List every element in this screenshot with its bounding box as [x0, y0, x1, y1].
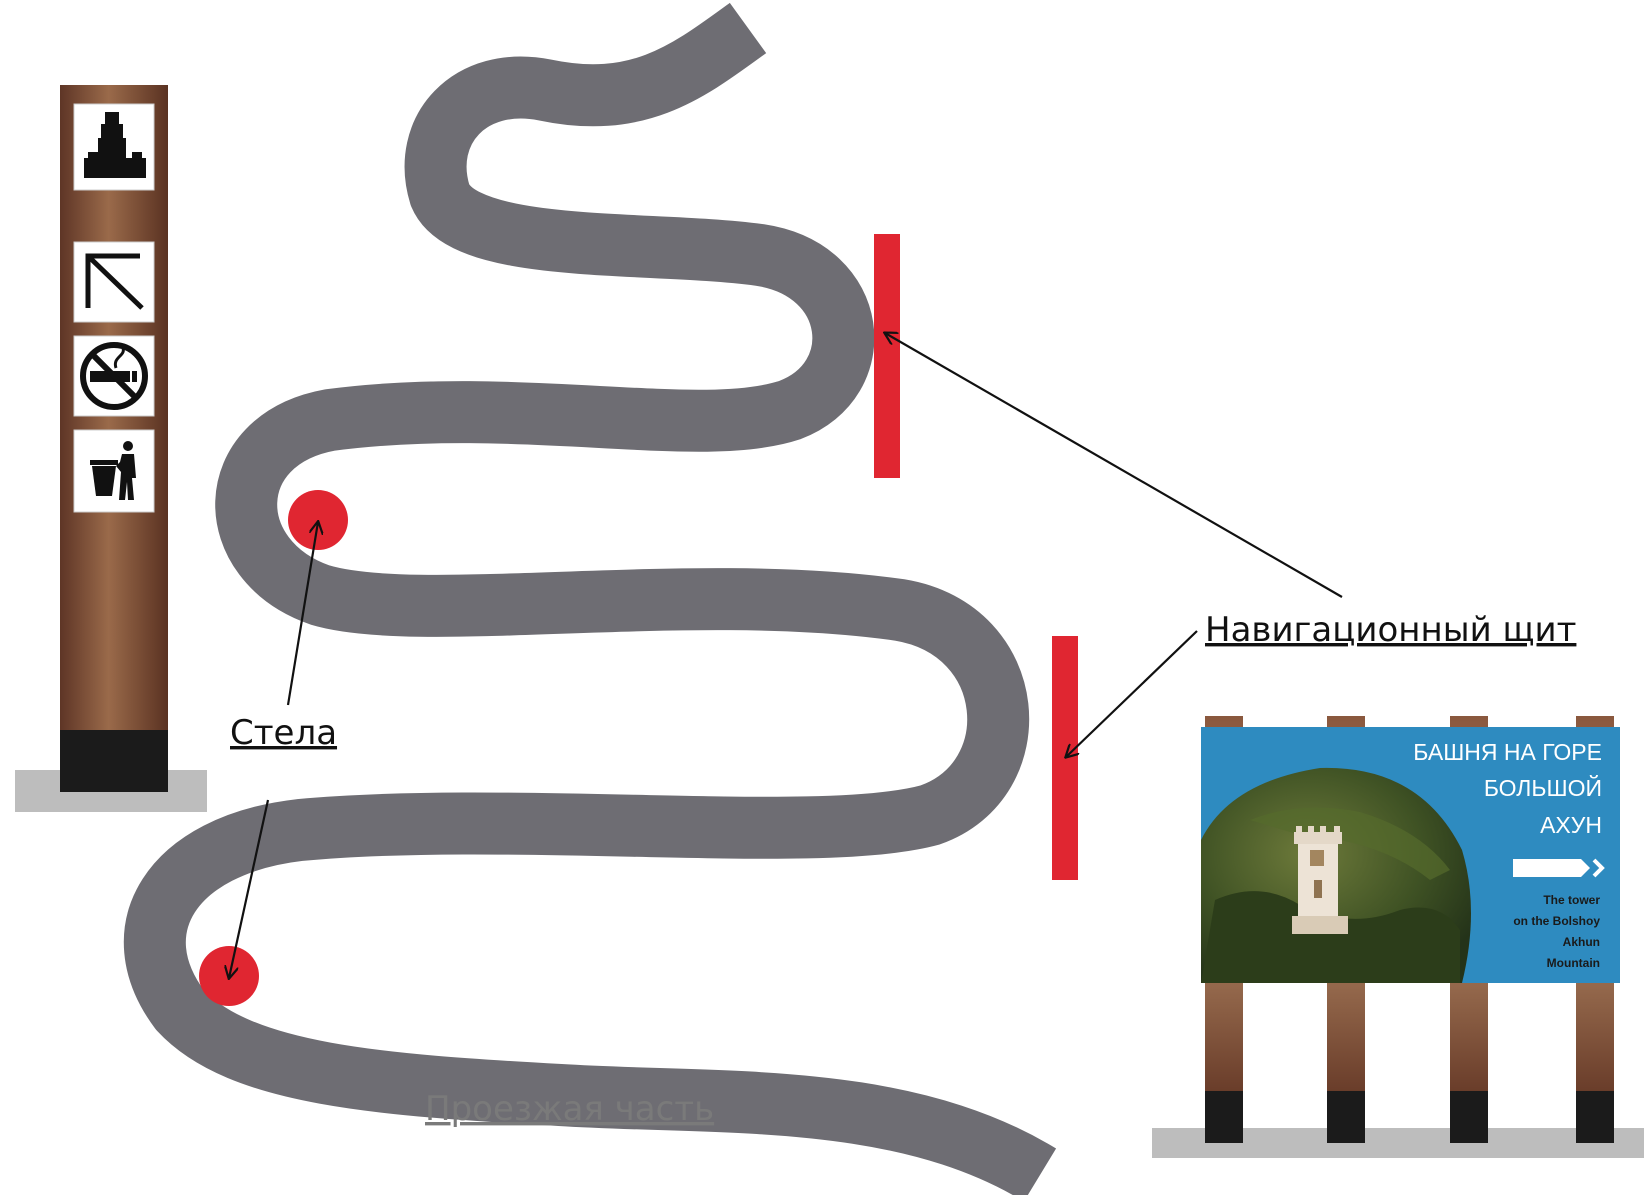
road — [123, 2, 1057, 1195]
stela-illustration — [15, 85, 207, 812]
sign-subtitle-line-2: on the Bolshoy — [1513, 914, 1600, 928]
label-roadway: Проезжая часть — [425, 1089, 714, 1129]
sign-subtitle-line-3: Akhun — [1563, 935, 1600, 949]
tower-icon — [84, 112, 146, 178]
nav-board-illustration: БАШНЯ НА ГОРЕ БОЛЬШОЙ АХУН The tower on … — [1152, 716, 1644, 1158]
stela-base — [60, 730, 168, 792]
label-stela: Стела — [230, 713, 337, 753]
pointer-nav-top — [885, 333, 1343, 598]
label-nav-board: Навигационный щит — [1205, 610, 1576, 650]
nav-board-marker-bottom — [1052, 636, 1078, 880]
pointer-nav-bottom — [1066, 630, 1198, 757]
stela-marker-top — [288, 490, 348, 550]
tower-photo — [1201, 767, 1471, 983]
trash-bin-icon — [90, 441, 136, 500]
pointer-stela-bottom — [229, 799, 270, 978]
pointer-stela-top — [286, 522, 318, 706]
sign-subtitle-line-4: Mountain — [1547, 956, 1600, 970]
no-smoking-icon — [80, 342, 148, 410]
sign-title-line-1: БАШНЯ НА ГОРЕ — [1413, 739, 1602, 765]
arrow-up-left-icon — [85, 253, 144, 310]
sign-arrow-icon — [1513, 858, 1605, 878]
sign-subtitle-line-1: The tower — [1543, 893, 1600, 907]
nav-board-marker-top — [874, 234, 900, 478]
sign-title-line-2: БОЛЬШОЙ — [1484, 774, 1602, 801]
tower-building — [1292, 826, 1348, 934]
sign-title-line-3: АХУН — [1540, 812, 1602, 838]
